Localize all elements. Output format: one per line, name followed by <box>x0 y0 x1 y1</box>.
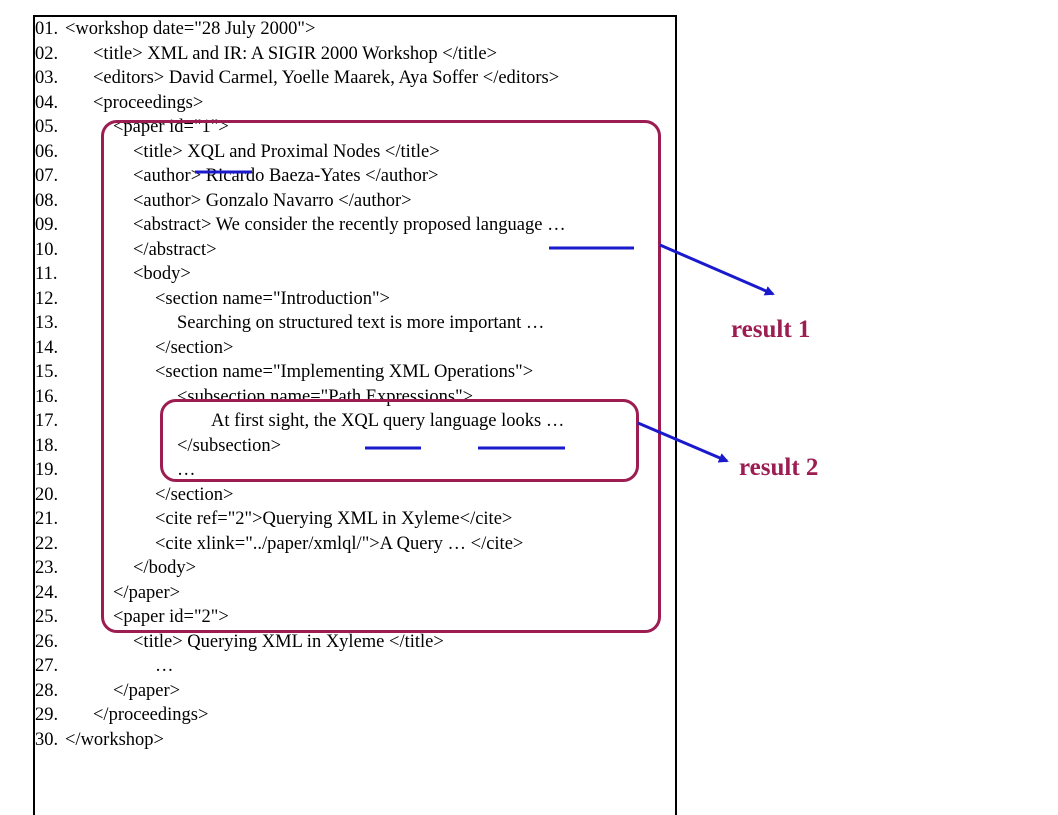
result-1-label: result 1 <box>731 316 811 343</box>
line-number: 26. <box>35 631 59 652</box>
line-code: … <box>155 656 174 676</box>
line-code: <body> <box>133 264 191 284</box>
line-code: </abstract> <box>133 239 217 260</box>
line-number: 08. <box>35 190 59 211</box>
line-number: 16. <box>35 386 59 407</box>
line-code: <proceedings> <box>93 92 204 113</box>
line-number: 29. <box>35 705 59 725</box>
line-number: 02. <box>35 43 59 64</box>
line-number: 05. <box>35 117 59 137</box>
arrow-result-2 <box>637 421 729 463</box>
line-number: 20. <box>35 484 59 505</box>
line-number: 24. <box>35 582 59 603</box>
line-number: 10. <box>35 239 59 260</box>
line-code: <author> Gonzalo Navarro </author> <box>133 190 412 211</box>
line-number: 23. <box>35 558 59 578</box>
line-code: </proceedings> <box>93 705 209 725</box>
line-number: 12. <box>35 288 59 309</box>
line-code: </subsection> <box>177 435 282 456</box>
line-code: <section name="Introduction"> <box>155 288 390 309</box>
line-number: 03. <box>35 68 59 88</box>
document-frame <box>33 15 677 815</box>
line-code: <editors> David Carmel, Yoelle Maarek, A… <box>93 68 560 88</box>
line-code: </paper> <box>113 582 181 603</box>
line-code: <title> Querying XML in Xyleme </title> <box>133 631 444 652</box>
line-number: 14. <box>35 337 59 358</box>
line-number: 09. <box>35 215 59 235</box>
line-number: 30. <box>35 729 59 750</box>
line-number: 25. <box>35 607 59 627</box>
line-number: 21. <box>35 509 59 529</box>
result-1-box <box>101 120 661 633</box>
line-number: 04. <box>35 92 59 113</box>
line-code: </workshop> <box>65 729 164 750</box>
line-code: <cite ref="2">Querying XML in Xyleme</ci… <box>155 509 513 529</box>
line-code: </paper> <box>113 680 181 701</box>
result-2-label: result 2 <box>739 454 819 481</box>
line-number: 15. <box>35 362 59 382</box>
line-code: </section> <box>155 337 234 358</box>
line-code: <section name="Implementing XML Operatio… <box>155 362 534 382</box>
line-number: 17. <box>35 411 59 431</box>
result-2-box <box>160 399 639 482</box>
line-code: Searching on structured text is more imp… <box>177 313 545 333</box>
arrow-result-1 <box>659 243 775 296</box>
line-number: 19. <box>35 460 59 480</box>
annotation-overlay <box>195 170 775 463</box>
line-code: <cite xlink="../paper/xmlql/">A Query … … <box>155 533 524 554</box>
line-number: 28. <box>35 680 59 701</box>
line-code: <abstract> We consider the recently prop… <box>133 215 566 235</box>
line-code: At first sight, the XQL query language l… <box>211 411 565 431</box>
line-number: 01. <box>35 19 59 39</box>
line-code: </body> <box>133 558 197 578</box>
line-code: <paper id="2"> <box>113 607 229 627</box>
line-code: <workshop date="28 July 2000"> <box>65 19 316 39</box>
line-number: 11. <box>35 264 58 284</box>
line-code: </section> <box>155 484 234 505</box>
line-number: 22. <box>35 533 59 554</box>
line-code: … <box>177 460 196 480</box>
line-code: <title> XML and IR: A SIGIR 2000 Worksho… <box>93 43 498 64</box>
line-number: 18. <box>35 435 59 456</box>
line-code: <title> XQL and Proximal Nodes </title> <box>133 141 440 162</box>
line-number: 07. <box>35 166 59 186</box>
line-number: 06. <box>35 141 59 162</box>
line-number: 27. <box>35 656 59 676</box>
line-number: 13. <box>35 313 59 333</box>
